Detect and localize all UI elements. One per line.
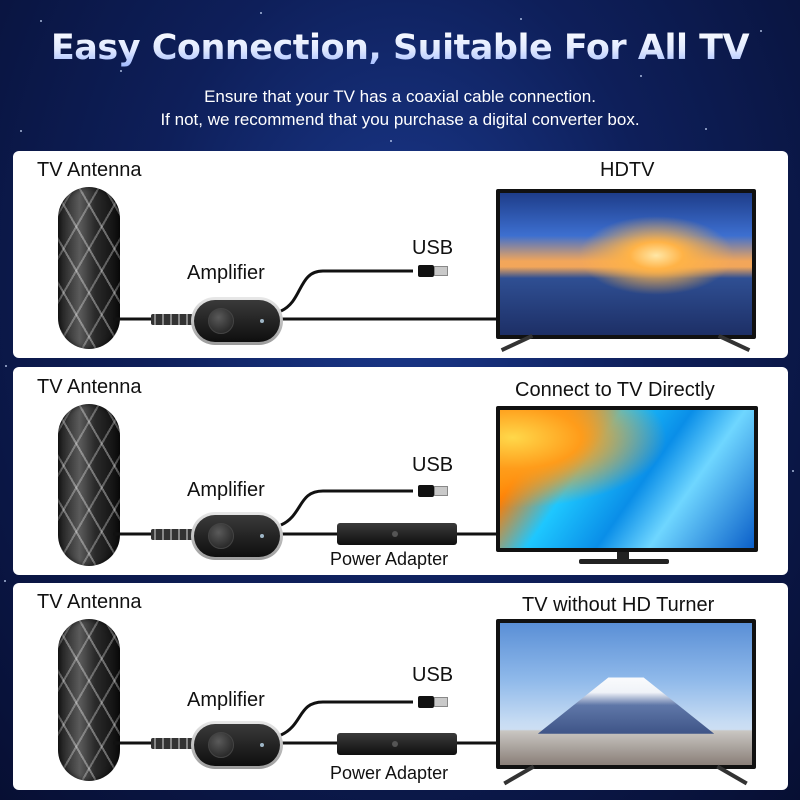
power-adapter-label: Power Adapter: [330, 763, 449, 783]
connection-panel-no-hd: TV Antenna Amplifier USB Power Adapter T…: [13, 583, 788, 790]
usb-label: USB: [412, 454, 454, 476]
tv-label: TV without HD Turner: [522, 594, 715, 616]
coax-connector-icon: [151, 738, 193, 749]
usb-plug-icon: [418, 484, 448, 498]
tv-label: HDTV: [600, 159, 655, 181]
usb-plug-icon: [418, 264, 448, 278]
antenna-label: TV Antenna: [37, 591, 142, 613]
usb-label: USB: [412, 237, 454, 259]
coax-connector-icon: [151, 314, 193, 325]
hdtv-icon: [496, 189, 756, 339]
usb-label: USB: [412, 664, 454, 686]
amplifier-icon: [191, 512, 283, 560]
power-adapter-icon: [337, 523, 457, 545]
tv-label: Connect to TV Directly: [515, 379, 715, 401]
connection-panel-direct: TV Antenna Amplifier USB Power Adapter C…: [13, 367, 788, 575]
amplifier-label: Amplifier: [187, 262, 265, 284]
amplifier-label: Amplifier: [187, 689, 265, 711]
power-adapter-label: Power Adapter: [330, 549, 449, 569]
usb-plug-icon: [418, 695, 448, 709]
coax-connector-icon: [151, 529, 193, 540]
connection-panel-hdtv: TV Antenna Amplifier USB HDTV: [13, 151, 788, 358]
power-adapter-icon: [337, 733, 457, 755]
page-title: Easy Connection, Suitable For All TV: [0, 28, 800, 68]
amplifier-icon: [191, 721, 283, 769]
tv-stand-neck: [617, 552, 629, 560]
antenna-icon: [58, 187, 120, 349]
antenna-label: TV Antenna: [37, 376, 142, 398]
mountain-image: [537, 677, 715, 734]
tv-no-hd-icon: [496, 619, 756, 769]
antenna-icon: [58, 619, 120, 781]
tv-direct-icon: [496, 406, 758, 552]
subtitle-line-1: Ensure that your TV has a coaxial cable …: [204, 87, 596, 106]
tv-stand-base: [579, 559, 669, 564]
antenna-icon: [58, 404, 120, 566]
subtitle-line-2: If not, we recommend that you purchase a…: [160, 110, 640, 129]
amplifier-label: Amplifier: [187, 479, 265, 501]
antenna-label: TV Antenna: [37, 159, 142, 181]
amplifier-icon: [191, 297, 283, 345]
